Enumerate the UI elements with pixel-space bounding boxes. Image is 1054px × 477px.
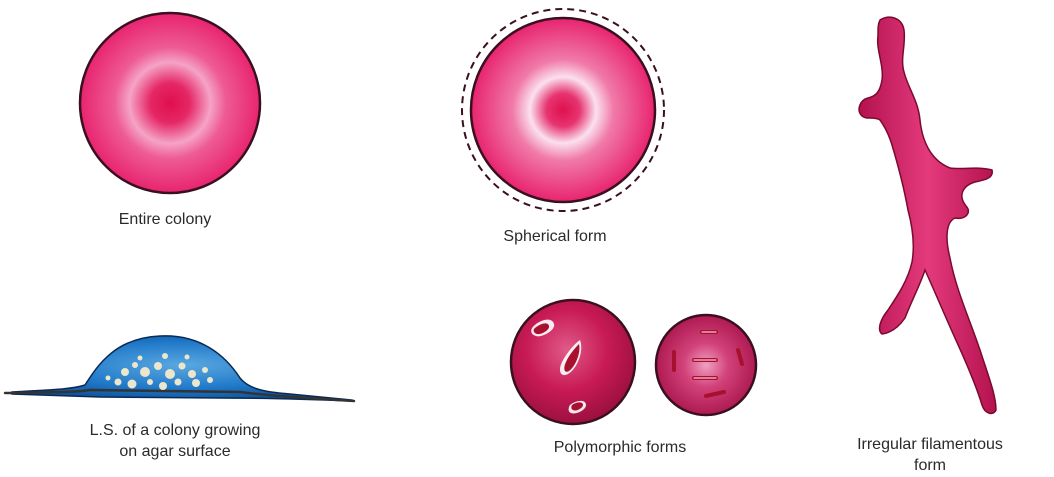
irregular-filamentous-form (859, 17, 996, 413)
caption-irregular-filamentous: Irregular filamentous form (825, 434, 1035, 476)
polymorphic-form-large (511, 300, 635, 424)
caption-irregular-line-2: form (825, 455, 1035, 476)
caption-ls-colony-line-1: L.S. of a colony growing (30, 420, 320, 441)
caption-irregular-line-1: Irregular filamentous (825, 434, 1035, 455)
caption-entire-colony: Entire colony (90, 209, 240, 230)
entire-colony (80, 13, 260, 193)
caption-spherical-form: Spherical form (470, 226, 640, 247)
spherical-form (462, 9, 664, 211)
caption-ls-colony: L.S. of a colony growing on agar surface (30, 420, 320, 462)
caption-polymorphic-forms: Polymorphic forms (520, 437, 720, 458)
polymorphic-form-small (656, 315, 756, 415)
caption-ls-colony-line-2: on agar surface (30, 441, 320, 462)
agar-colony-section (5, 336, 354, 401)
